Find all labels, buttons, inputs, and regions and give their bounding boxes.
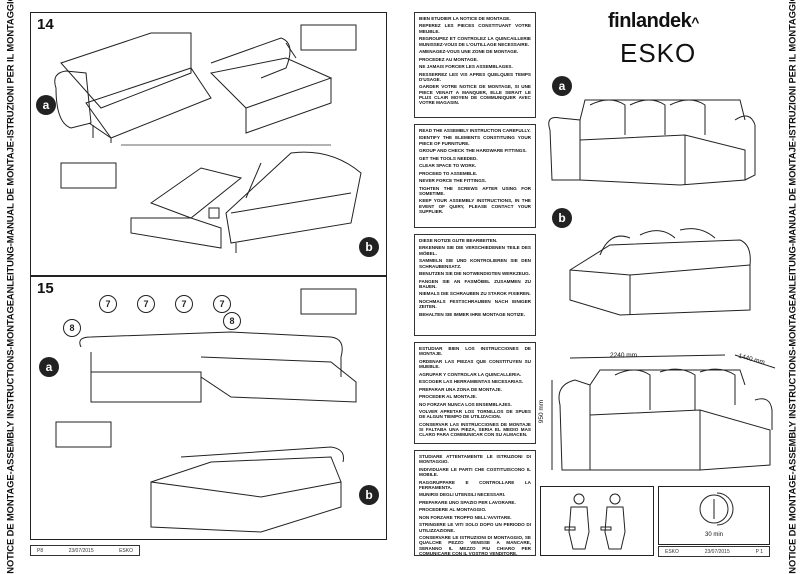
step-number: 15 bbox=[37, 280, 54, 297]
instruction-line: RAGGRUPPARE E CONTROLLARE LA FERRAMENTA. bbox=[419, 479, 531, 490]
assembly-time: 30 min bbox=[704, 532, 723, 538]
cushion-number: 7 bbox=[99, 295, 117, 313]
variant-badge: a bbox=[552, 76, 572, 96]
instruction-line: NE JAMAIS FORCER LES ASSEMBLAGES. bbox=[419, 64, 513, 70]
instruction-line: VOLVER APRETAR LOS TORNILLOS DE SPUES DE… bbox=[419, 408, 531, 420]
width-dimension: 2240 mm bbox=[610, 352, 638, 359]
side-banner-right: NOTICE DE MONTAGE-ASSEMBLY INSTRUCTIONS-… bbox=[786, 0, 798, 574]
height-dimension: 950 mm bbox=[538, 399, 546, 424]
instruction-line: READ THE ASSEMBLY INSTRUCTION CAREFULLY. bbox=[419, 128, 531, 133]
instruction-line: INDIVIDUARE LE PARTI CHE COSTITUISCONO I… bbox=[419, 466, 531, 478]
instructions-de: DIESE NOTIZE GUTE BEARBEITEN. ERKENNEN SI… bbox=[414, 234, 536, 336]
step-14-illustration bbox=[54, 24, 362, 253]
instruction-line: AMENAGEZ-VOUS UNE ZONE DE MONTAGE. bbox=[419, 49, 519, 55]
instruction-line: KEEP YOUR ASSEMBLY INSTRUCTIONS, IN THE … bbox=[419, 198, 531, 215]
instruction-line: BIEN ETUDIER LA NOTICE DE MONTAGE. bbox=[419, 16, 511, 21]
instruction-line: SAMMELN SIE UND KONTROLIEREN SIE DEN SCH… bbox=[419, 258, 531, 269]
variant-badge: b bbox=[359, 237, 379, 257]
variant-badge: b bbox=[552, 208, 572, 228]
instruction-line: NOCHMALS FESTSCHRAUBEN NACH EINIGER ZEIT… bbox=[419, 298, 531, 310]
clock-icon bbox=[699, 492, 734, 526]
instruction-line: NO FORZAR NUNCA LOS ENSEMBLAJES. bbox=[419, 401, 512, 407]
step-14-panel: 14 a b bbox=[30, 12, 387, 276]
instruction-line: PROCEDEZ AU MONTAGE. bbox=[419, 56, 478, 62]
left-footer: P8 23/07/2015 ESKO bbox=[30, 545, 140, 556]
two-persons-required-panel bbox=[540, 486, 654, 556]
cushion-number: 8 bbox=[63, 319, 81, 337]
instruction-line: STUDIARE ATTENTAMENTE LE ISTRUZIONI DI M… bbox=[419, 454, 531, 465]
instruction-line: ERKENNEN SIE DIE VERSCHIEDENEN TEILE DES… bbox=[419, 245, 531, 256]
instruction-line: NIEMALS DIE SCHRAUBEN ZU STAROK FIXIEREN… bbox=[419, 291, 531, 297]
instruction-line: PROCEDERE AL MONTAGGIO. bbox=[419, 507, 487, 513]
instruction-line: MUNIRSI DEGLI UTENSILI NECESSARI. bbox=[419, 492, 506, 498]
instruction-line: ESCOGER LAS HERRAMIENTAS NECESARIAS. bbox=[419, 379, 524, 385]
instruction-line: CONSERVARE LE ISTRUZIONI DI MONTAGGIO, S… bbox=[419, 535, 531, 556]
instruction-line: PREPARAR UNA ZONA DE MONTAJE. bbox=[419, 386, 502, 392]
cushion-number: 8 bbox=[223, 312, 241, 330]
instruction-line: NON FORZARE TROPPO NELL'AVVITARE. bbox=[419, 514, 512, 520]
instructions-it: STUDIARE ATTENTAMENTE LE ISTRUZIONI DI M… bbox=[414, 450, 536, 556]
instruction-line: PREPARARE UNO SPAZIO PER LAVORARE. bbox=[419, 499, 516, 505]
instruction-line: ESTUDIAR BIEN LOS INSTRUCCIONES DE MONTA… bbox=[419, 346, 531, 357]
instruction-line: REGROUPEZ ET CONTROLEZ LA QUINCAILLERIE … bbox=[419, 36, 531, 47]
instruction-line: DIESE NOTIZE GUTE BEARBEITEN. bbox=[419, 238, 498, 243]
instructions-fr: BIEN ETUDIER LA NOTICE DE MONTAGE. REPERE… bbox=[414, 12, 536, 118]
step-15-illustration bbox=[55, 288, 357, 533]
instruction-line: CLEAR SPACE TO WORK. bbox=[419, 163, 477, 169]
step-15-panel: 15 a b 7 7 7 7 8 8 bbox=[30, 276, 387, 540]
instruction-line: AGRUPAR Y CONTROLAR LA QUINCALLERIA. bbox=[419, 371, 522, 377]
instruction-line: GROUP AND CHECK THE HARDWARE FITTINGS. bbox=[419, 148, 527, 154]
instruction-line: IDENTIFY THE ELEMENTS CONSTITUING YOUR P… bbox=[419, 135, 531, 146]
instruction-line: REPEREZ LES PIECES CONSTITUANT VOTRE MEU… bbox=[419, 23, 531, 34]
instruction-line: PROCEDER AL MONTAJE. bbox=[419, 394, 477, 400]
instruction-line: STRINGERE LE VITI SOLO DOPO UN PERIODO D… bbox=[419, 522, 531, 533]
product-title: ESKO bbox=[620, 38, 697, 68]
instruction-line: BENUTZEN SIE DIE NOTWENDIGTEN WERKZEUG. bbox=[419, 271, 531, 277]
cushion-row-a: 7 7 7 7 bbox=[99, 295, 231, 313]
cushion-number: 7 bbox=[213, 295, 231, 313]
instruction-line: BEHALTEN SIE IMMER IHRE MONTAGE NOTIZE. bbox=[419, 311, 525, 317]
right-footer: ESKO 23/07/2015 P 1 bbox=[658, 546, 770, 557]
step-number: 14 bbox=[37, 16, 54, 33]
cushion-number: 7 bbox=[137, 295, 155, 313]
instruction-line: NEVER FORCE THE FITTINGS. bbox=[419, 178, 487, 184]
instruction-line: GARDER VOTRE NOTICE DE MONTAGE, SI UNE P… bbox=[419, 84, 531, 106]
side-banner-left: NOTICE DE MONTAGE-ASSEMBLY INSTRUCTIONS-… bbox=[4, 0, 16, 574]
instruction-line: TIGHTEN THE SCREWS AFTER USING FOR SOMET… bbox=[419, 185, 531, 196]
variant-badge: a bbox=[39, 357, 59, 377]
variant-badge: a bbox=[36, 95, 56, 115]
brand-logo: finlandek^ bbox=[608, 10, 699, 32]
sofa-illustrations bbox=[548, 99, 776, 471]
instruction-line: ORDENAR LAS PIEZAS QUE CONSTITUYEN SU MU… bbox=[419, 358, 531, 370]
two-persons-icon bbox=[564, 493, 626, 550]
instruction-line: GET THE TOOLS NEEDED. bbox=[419, 155, 478, 161]
instructions-es: ESTUDIAR BIEN LOS INSTRUCCIONES DE MONTA… bbox=[414, 342, 536, 444]
instruction-line: CONSERVAR LAS INSTRUCCIONES DE MONTAJE S… bbox=[419, 421, 531, 438]
instruction-line: RESSERREZ LES VIS APRES QUELQUES TEMPS D… bbox=[419, 71, 531, 82]
instruction-line: FANGEN SIE AN FASMÖBEL ZUSAMMEN ZU BAUEN… bbox=[419, 278, 531, 289]
assembly-time-panel: 30 min bbox=[658, 486, 770, 545]
variant-badge: b bbox=[359, 485, 379, 505]
instruction-line: PROCEED TO ASSEMBLE. bbox=[419, 170, 478, 176]
cushion-number: 7 bbox=[175, 295, 193, 313]
instructions-en: READ THE ASSEMBLY INSTRUCTION CAREFULLY.… bbox=[414, 124, 536, 228]
